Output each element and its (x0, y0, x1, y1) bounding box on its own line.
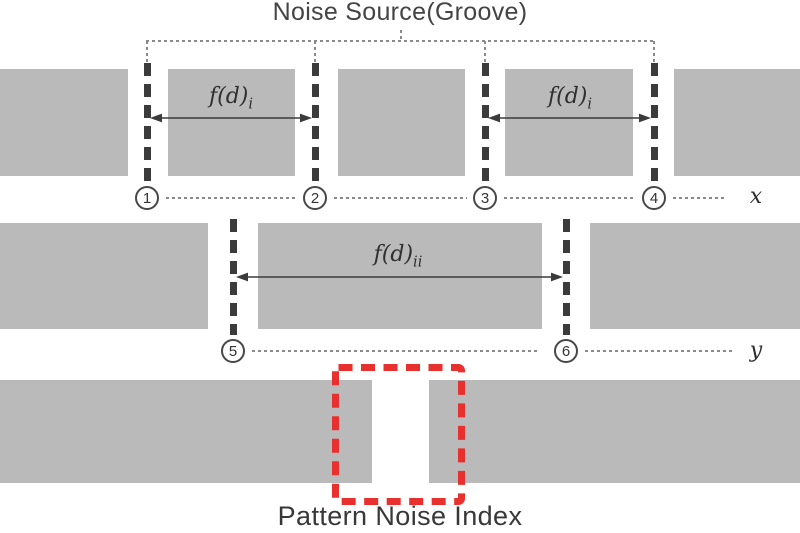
marker-3: 3 (473, 186, 497, 210)
dimension-arrow-i-right (488, 113, 651, 123)
groove-line-5 (230, 219, 237, 335)
row1-block-1 (0, 69, 128, 176)
dimension-arrow-ii (236, 272, 563, 282)
figure-title: Noise Source(Groove) (272, 0, 528, 26)
marker-connector-5-6 (252, 350, 538, 352)
dim-label-i-right-sub: i (587, 96, 593, 113)
groove-line-2 (312, 63, 319, 182)
marker-6: 6 (554, 339, 578, 363)
marker-2: 2 (303, 186, 327, 210)
dim-label-i-left-base: f(d) (208, 84, 249, 109)
groove-line-6 (563, 219, 570, 335)
bracket-drop-3 (484, 41, 486, 67)
marker-connector-4-x (673, 197, 725, 199)
bracket-center-tick (400, 30, 402, 41)
dim-label-i-right: f(d)i (535, 84, 605, 112)
bracket-drop-1 (146, 41, 148, 67)
row2-block-2 (258, 223, 542, 329)
axis-x-label: x (749, 184, 763, 209)
marker-connector-6-y (585, 350, 733, 352)
row2-block-1 (0, 223, 208, 329)
dimension-arrow-i-left (150, 113, 312, 123)
axis-y-label: y (749, 338, 763, 363)
dim-label-i-left-sub: i (248, 96, 254, 113)
row1-block-2 (168, 69, 295, 176)
dim-label-ii-sub: ii (413, 254, 423, 271)
row1-block-3 (338, 69, 465, 176)
marker-1-digit: 1 (142, 189, 152, 207)
marker-connector-1-2 (166, 197, 297, 199)
dim-label-ii: f(d)ii (353, 242, 443, 270)
groove-line-3 (482, 63, 489, 182)
marker-6-digit: 6 (561, 342, 571, 360)
row1-block-5 (674, 69, 800, 176)
marker-connector-3-4 (504, 197, 636, 199)
marker-3-digit: 3 (480, 189, 490, 207)
dim-label-i-right-base: f(d) (547, 84, 588, 109)
row3-block-2 (429, 380, 800, 483)
dim-label-ii-base: f(d) (373, 242, 414, 267)
marker-1: 1 (135, 186, 159, 210)
bracket-horizontal-line (146, 40, 655, 42)
marker-5: 5 (221, 339, 245, 363)
groove-line-1 (144, 63, 151, 182)
bracket-drop-2 (314, 41, 316, 67)
dim-label-i-left: f(d)i (196, 84, 266, 112)
bracket-drop-4 (653, 41, 655, 67)
groove-line-4 (651, 63, 658, 182)
row2-block-3 (590, 223, 800, 329)
marker-connector-2-3 (334, 197, 467, 199)
marker-5-digit: 5 (228, 342, 238, 360)
pattern-noise-highlight-box (332, 364, 465, 505)
row3-block-1 (0, 380, 372, 483)
marker-4: 4 (642, 186, 666, 210)
row1-block-4 (505, 69, 633, 176)
marker-2-digit: 2 (310, 189, 320, 207)
pattern-noise-index-label: Pattern Noise Index (277, 501, 523, 531)
marker-4-digit: 4 (649, 189, 659, 207)
